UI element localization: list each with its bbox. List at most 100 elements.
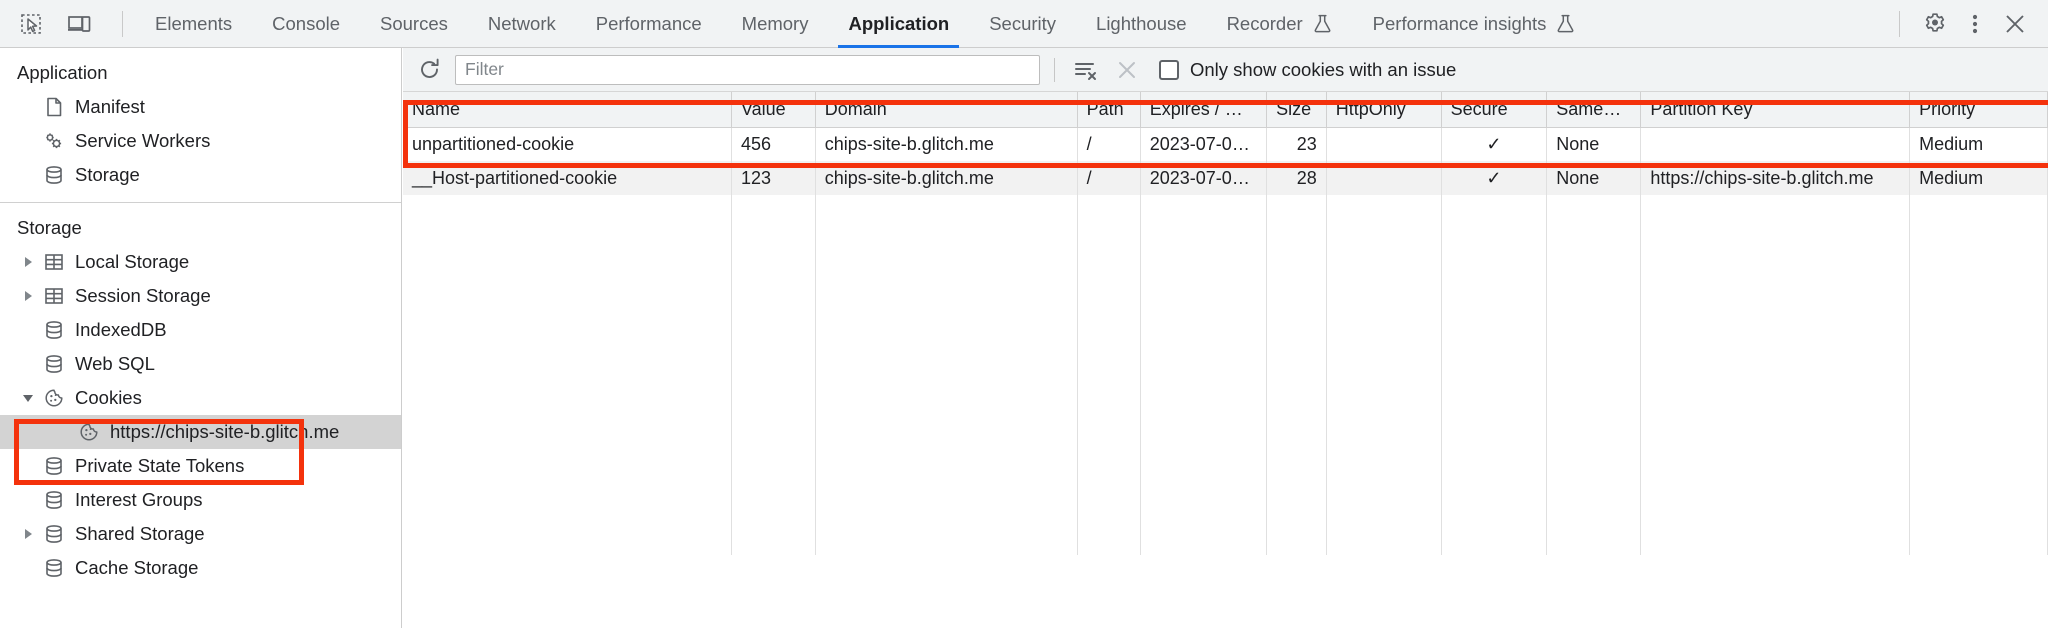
sidebar-item-local-storage[interactable]: Local Storage bbox=[0, 245, 401, 279]
tab-console[interactable]: Console bbox=[252, 0, 360, 48]
checkbox-box[interactable] bbox=[1159, 59, 1179, 80]
empty-cell-name bbox=[403, 195, 732, 555]
delete-selected-cookie-icon[interactable] bbox=[1111, 54, 1143, 86]
clear-all-cookies-icon[interactable] bbox=[1069, 54, 1101, 86]
cell-samesite: None bbox=[1546, 127, 1642, 161]
sidebar-item-storage[interactable]: Storage bbox=[0, 158, 401, 192]
only-show-issues-checkbox[interactable]: Only show cookies with an issue bbox=[1159, 59, 1456, 81]
tab-label: Console bbox=[272, 12, 341, 34]
tab-lighthouse[interactable]: Lighthouse bbox=[1076, 0, 1207, 48]
sidebar-item-label: Shared Storage bbox=[75, 523, 205, 544]
column-header-size[interactable]: Size bbox=[1266, 92, 1327, 128]
tab-sources[interactable]: Sources bbox=[360, 0, 468, 48]
tab-label: Memory bbox=[741, 12, 809, 34]
sidebar-item-label: IndexedDB bbox=[75, 319, 167, 340]
cell-domain: chips-site-b.glitch.me bbox=[815, 127, 1078, 161]
database-icon bbox=[39, 319, 69, 341]
sidebar-item-label: Cache Storage bbox=[75, 557, 199, 578]
cookies-filter-toolbar: Only show cookies with an issue bbox=[403, 48, 2048, 92]
tab-label: Network bbox=[487, 12, 556, 34]
cell-value: 123 bbox=[731, 161, 816, 195]
table-icon bbox=[39, 285, 69, 307]
sidebar-item-service-workers[interactable]: Service Workers bbox=[0, 124, 401, 158]
sidebar-item-https-chips-site-b-glitch-me[interactable]: https://chips-site-b.glitch.me bbox=[0, 415, 401, 449]
filter-input[interactable] bbox=[455, 54, 1040, 85]
sidebar-item-web-sql[interactable]: Web SQL bbox=[0, 347, 401, 381]
column-header-domain[interactable]: Domain bbox=[815, 92, 1078, 128]
tab-performance[interactable]: Performance bbox=[576, 0, 722, 48]
sidebar-item-session-storage[interactable]: Session Storage bbox=[0, 279, 401, 313]
empty-cell-domain bbox=[815, 195, 1078, 555]
sidebar-item-label: Manifest bbox=[75, 96, 145, 117]
toolbar-divider bbox=[1054, 57, 1055, 82]
cell-httponly bbox=[1326, 127, 1442, 161]
database-icon bbox=[39, 164, 69, 186]
sidebar-item-interest-groups[interactable]: Interest Groups bbox=[0, 483, 401, 517]
table-icon bbox=[39, 251, 69, 273]
close-icon[interactable] bbox=[1998, 7, 2032, 41]
sidebar-item-cache-storage[interactable]: Cache Storage bbox=[0, 551, 401, 585]
refresh-icon[interactable] bbox=[413, 54, 445, 86]
tabbar-divider-right bbox=[1899, 10, 1900, 37]
tab-performance-insights[interactable]: Performance insights bbox=[1353, 0, 1597, 48]
column-header-priority[interactable]: Priority bbox=[1909, 92, 2048, 128]
inspect-element-icon[interactable] bbox=[14, 7, 48, 41]
column-header-secure[interactable]: Secure bbox=[1441, 92, 1548, 128]
cell-priority: Medium bbox=[1909, 161, 2048, 195]
column-header-partition[interactable]: Partition Key bbox=[1640, 92, 1911, 128]
tab-application[interactable]: Application bbox=[828, 0, 969, 48]
sidebar-item-label: Cookies bbox=[75, 387, 142, 408]
device-toolbar-icon[interactable] bbox=[62, 7, 96, 41]
chevron-right-icon[interactable] bbox=[17, 257, 39, 267]
column-header-samesite[interactable]: SameSite bbox=[1546, 92, 1642, 128]
more-options-icon[interactable] bbox=[1958, 7, 1992, 41]
tab-label: Lighthouse bbox=[1096, 12, 1187, 34]
gear-icon[interactable] bbox=[1918, 7, 1952, 41]
document-icon bbox=[39, 96, 69, 118]
cell-secure: ✓ bbox=[1441, 161, 1548, 195]
sidebar-item-manifest[interactable]: Manifest bbox=[0, 90, 401, 124]
column-header-path[interactable]: Path bbox=[1077, 92, 1141, 128]
column-header-httponly[interactable]: HttpOnly bbox=[1326, 92, 1442, 128]
devtools-tabbar: Elements Console Sources Network Performance… bbox=[0, 0, 2048, 48]
tab-security[interactable]: Security bbox=[969, 0, 1076, 48]
sidebar-item-indexeddb[interactable]: IndexedDB bbox=[0, 313, 401, 347]
cell-size: 28 bbox=[1266, 161, 1327, 195]
cell-partition bbox=[1640, 127, 1911, 161]
sidebar-item-label: Web SQL bbox=[75, 353, 155, 374]
chevron-right-icon[interactable] bbox=[17, 291, 39, 301]
cookie-icon bbox=[39, 387, 69, 409]
tab-elements[interactable]: Elements bbox=[135, 0, 252, 48]
sidebar-item-label: Session Storage bbox=[75, 285, 211, 306]
sidebar-item-label: Service Workers bbox=[75, 130, 211, 151]
column-header-value[interactable]: Value bbox=[731, 92, 816, 128]
empty-cell-expires bbox=[1140, 195, 1268, 555]
empty-cell-priority bbox=[1909, 195, 2048, 555]
cell-domain: chips-site-b.glitch.me bbox=[815, 161, 1078, 195]
column-header-name[interactable]: Name bbox=[403, 92, 732, 128]
empty-cell-path bbox=[1077, 195, 1141, 555]
tab-memory[interactable]: Memory bbox=[722, 0, 829, 48]
sidebar-item-shared-storage[interactable]: Shared Storage bbox=[0, 517, 401, 551]
cell-samesite: None bbox=[1546, 161, 1642, 195]
database-icon bbox=[39, 557, 69, 579]
empty-cell-samesite bbox=[1546, 195, 1642, 555]
tab-network[interactable]: Network bbox=[468, 0, 576, 48]
cell-name: unpartitioned-cookie bbox=[403, 127, 732, 161]
chevron-down-icon[interactable] bbox=[17, 394, 39, 402]
cell-path: / bbox=[1077, 127, 1141, 161]
empty-cell-secure bbox=[1441, 195, 1548, 555]
cell-httponly bbox=[1326, 161, 1442, 195]
chevron-right-icon[interactable] bbox=[17, 529, 39, 539]
tab-recorder[interactable]: Recorder bbox=[1207, 0, 1353, 48]
sidebar-section-title: Storage bbox=[17, 217, 82, 238]
cell-expires: 2023-07-07… bbox=[1140, 161, 1268, 195]
sidebar-item-cookies[interactable]: Cookies bbox=[0, 381, 401, 415]
sidebar-item-private-state-tokens[interactable]: Private State Tokens bbox=[0, 449, 401, 483]
column-header-expires[interactable]: Expires / M… bbox=[1140, 92, 1268, 128]
cell-size: 23 bbox=[1266, 127, 1327, 161]
